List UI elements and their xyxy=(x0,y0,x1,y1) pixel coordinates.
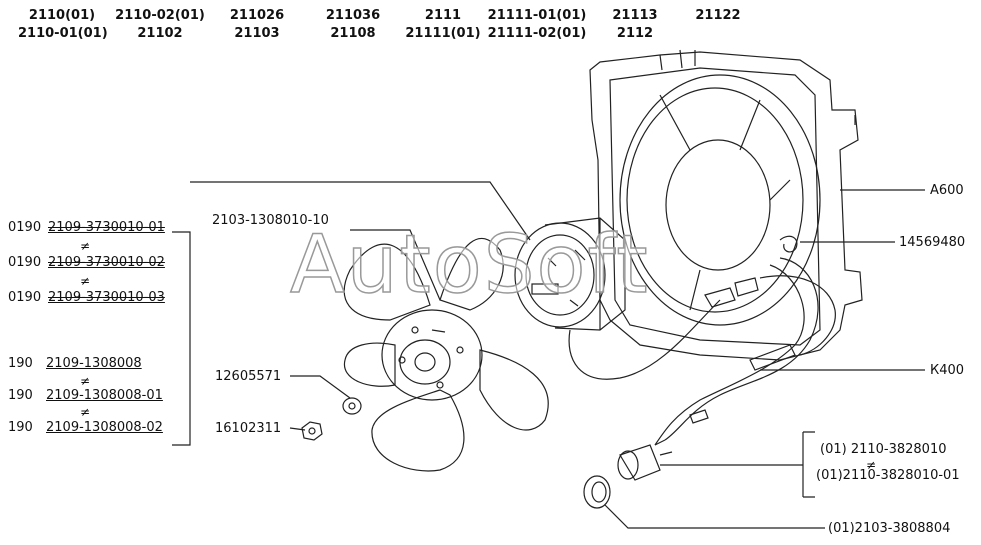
part-number: 2109-3730010-03 xyxy=(48,290,165,305)
model-code: 2111 xyxy=(424,8,462,23)
model-code: 2112 xyxy=(616,26,654,41)
model-code: 2110-01(01) xyxy=(18,26,108,41)
leader-line xyxy=(604,504,825,529)
temperature-switch xyxy=(617,439,673,481)
model-code: 21111(01) xyxy=(405,26,481,41)
fan-motor xyxy=(514,217,626,331)
callout-seal: (01)2103-3808804 xyxy=(828,521,951,536)
leader-line xyxy=(290,375,351,399)
part-number: 2109-1308008-02 xyxy=(46,420,163,435)
part-number: 2109-3730010-02 xyxy=(48,255,165,270)
callout-motor: 2103-1308010-10 xyxy=(212,213,329,228)
part-qty: 190 xyxy=(8,356,33,371)
not-interchangeable-sign: ≠ xyxy=(80,239,91,253)
callout-harness: К400 xyxy=(930,363,965,378)
part-number: 2109-1308008-01 xyxy=(46,388,163,403)
nut xyxy=(301,421,323,441)
callout-switch: (01) 2110-3828010 xyxy=(820,442,947,457)
model-code: 2110(01) xyxy=(28,8,96,23)
part-number: 2109-1308008 xyxy=(46,356,142,371)
part-qty: 0190 xyxy=(8,220,42,235)
model-code: 2110-02(01) xyxy=(115,8,205,23)
watermark: AutoSoft xyxy=(289,218,650,311)
model-code: 211036 xyxy=(325,8,381,23)
fan-impeller xyxy=(343,237,549,472)
wiring-harness xyxy=(568,257,836,446)
part-qty: 190 xyxy=(8,388,33,403)
callout-washer: 12605571 xyxy=(215,369,282,384)
part-qty: 0190 xyxy=(8,290,42,305)
model-code: 21111-01(01) xyxy=(487,8,587,23)
leader-line xyxy=(660,431,815,498)
part-qty: 190 xyxy=(8,420,33,435)
leader-line xyxy=(190,181,531,241)
not-interchangeable-sign: ≠ xyxy=(80,274,91,288)
model-code: 21108 xyxy=(330,26,376,41)
leader-line xyxy=(350,229,441,301)
model-code: 21113 xyxy=(612,8,658,23)
washer xyxy=(342,397,362,415)
not-interchangeable-sign: ≠ xyxy=(80,405,91,419)
callout-nut: 16102311 xyxy=(215,421,282,436)
model-code: 21111-02(01) xyxy=(487,26,587,41)
model-code: 21103 xyxy=(234,26,280,41)
bracket-line xyxy=(172,231,191,446)
model-code: 21122 xyxy=(695,8,741,23)
part-qty: 0190 xyxy=(8,255,42,270)
not-interchangeable-sign: ≠ xyxy=(866,458,877,472)
part-number: 2109-3730010-01 xyxy=(48,220,165,235)
callout-switch-alt: (01)2110-3828010-01 xyxy=(816,468,960,483)
model-code: 21102 xyxy=(137,26,183,41)
not-interchangeable-sign: ≠ xyxy=(80,374,91,388)
callout-shroud: А600 xyxy=(930,183,964,198)
hose-clip xyxy=(779,235,798,253)
model-code: 211026 xyxy=(229,8,285,23)
fan-shroud xyxy=(589,49,863,361)
callout-clip: 14569480 xyxy=(899,235,966,250)
sealing-ring xyxy=(583,475,611,509)
